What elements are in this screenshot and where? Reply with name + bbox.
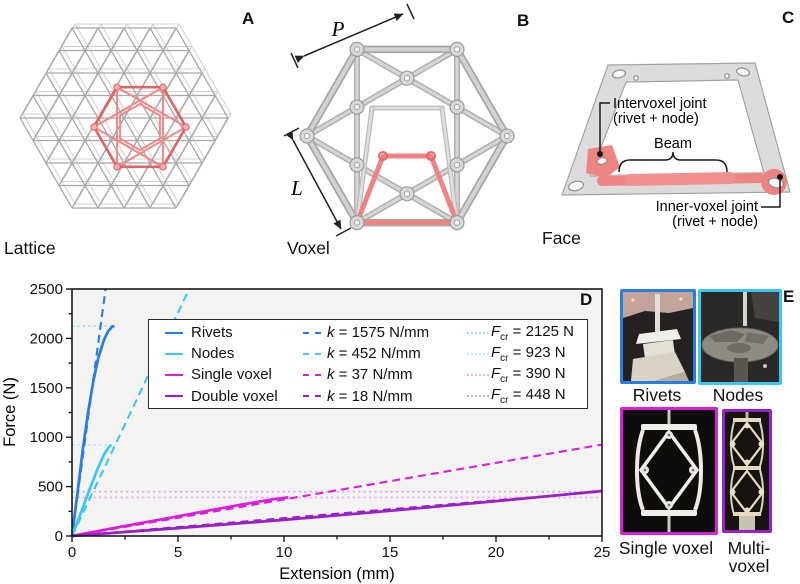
legend-stiffness-value: k = 1575 N/mm	[327, 324, 430, 342]
y-tick-label: 1500	[30, 380, 63, 397]
voxel-wireframe	[299, 41, 515, 231]
multi-voxel-photo	[722, 409, 772, 533]
legend-critical-force-sample	[467, 373, 489, 376]
axis-tick-labels: 0 5 10 15 20 25 0 500 1000 1500 2000 2500	[30, 281, 611, 561]
legend-stiffness-value: k = 37 N/mm	[327, 366, 413, 384]
lattice-illustration	[19, 23, 232, 209]
inner-voxel-joint-label: Inner-voxel joint	[656, 199, 758, 215]
legend-critical-force-value: Fcr = 390 N	[491, 364, 566, 385]
y-tick-label: 2000	[30, 330, 63, 347]
x-tick-label: 25	[594, 544, 611, 561]
inner-voxel-joint-sublabel: (rivet + node)	[672, 214, 758, 230]
lattice-caption: Lattice	[4, 238, 56, 258]
rivets-photo-image	[623, 292, 693, 381]
dimension-l-arrow	[283, 127, 352, 237]
legend-row: Rivets k = 1575 N/mm Fcr = 2125 N	[165, 322, 587, 343]
highlighted-voxel	[90, 83, 190, 171]
legend-stiffness-value: k = 18 N/mm	[327, 387, 413, 405]
legend-series-name: Rivets	[191, 324, 233, 342]
nodes-photo	[698, 289, 782, 385]
multi-voxel-photo-label: Multi-voxel	[727, 538, 771, 577]
nodes-photo-label: Nodes	[712, 385, 764, 405]
beam-annotation: Beam	[618, 136, 728, 173]
intervoxel-joint-annotation: Intervoxel joint (rivet + node)	[597, 96, 707, 157]
y-tick-label: 1000	[30, 429, 63, 446]
plot-border	[71, 288, 603, 537]
legend-stiffness-sample	[303, 331, 321, 334]
series-nodes	[70, 443, 113, 537]
multi-voxel-photo-image	[725, 412, 769, 530]
legend-critical-force-value: Fcr = 448 N	[491, 386, 566, 407]
x-tick-label: 15	[382, 544, 399, 561]
legend-series-name: Single voxel	[191, 366, 272, 384]
voxel-caption: Voxel	[287, 238, 330, 258]
beam-brace	[618, 151, 728, 173]
legend-critical-force-sample	[467, 331, 489, 334]
series-k-37-n-mm	[71, 443, 603, 538]
single-voxel-photo-image	[623, 410, 715, 532]
rivets-photo	[620, 289, 696, 384]
legend-stiffness-sample	[303, 395, 321, 398]
series-rivets	[70, 324, 115, 537]
y-tick-label: 2500	[30, 281, 63, 298]
legend-critical-force-sample	[467, 395, 489, 398]
voxel-illustration: P L	[283, 3, 515, 237]
legend-series-name: Nodes	[191, 345, 235, 363]
inner-voxel-joint-dot	[777, 174, 783, 180]
single-voxel-photo	[620, 407, 718, 535]
x-axis-label: Extension (mm)	[279, 565, 395, 583]
legend-row: Nodes k = 452 N/mm Fcr = 923 N	[165, 343, 587, 364]
legend-row: Double voxel k = 18 N/mm Fcr = 448 N	[165, 386, 587, 407]
face-illustration: Intervoxel joint (rivet + node) Beam Inn…	[561, 62, 791, 230]
panel-letter-e: E	[783, 287, 795, 306]
series-double-voxel	[71, 489, 603, 538]
dimension-p-label: P	[331, 17, 345, 41]
dimension-p-arrow	[290, 3, 415, 69]
dimension-l-label: L	[290, 176, 303, 200]
legend-stiffness-sample	[303, 373, 321, 376]
x-tick-label: 5	[174, 544, 182, 561]
inner-voxel-joint-annotation: Inner-voxel joint (rivet + node)	[656, 174, 783, 230]
beam-label: Beam	[654, 136, 692, 152]
legend-line-sample	[165, 395, 183, 398]
legend-row: Single voxel k = 37 N/mm Fcr = 390 N	[165, 364, 587, 385]
panel-letter-c: C	[782, 8, 795, 27]
y-tick-label: 500	[38, 479, 63, 496]
panel-letter-a: A	[242, 9, 255, 28]
x-tick-label: 20	[488, 544, 505, 561]
legend-critical-force-value: Fcr = 2125 N	[491, 322, 574, 343]
y-axis-label: Force (N)	[1, 377, 19, 447]
legend-line-sample	[165, 352, 183, 355]
panel-letter-d: D	[580, 290, 593, 309]
rivets-photo-label: Rivets	[632, 385, 682, 405]
legend-critical-force-sample	[467, 352, 489, 355]
legend-series-name: Double voxel	[191, 387, 278, 405]
series-single-voxel	[71, 495, 289, 538]
intervoxel-joint-label: Intervoxel joint	[613, 96, 707, 112]
y-tick-label: 0	[55, 528, 63, 545]
panel-letter-b: B	[517, 11, 530, 30]
intervoxel-joint-sublabel: (rivet + node)	[613, 111, 699, 127]
legend-stiffness-value: k = 452 N/mm	[327, 345, 421, 363]
legend-line-sample	[165, 373, 183, 376]
x-tick-label: 10	[276, 544, 293, 561]
nodes-photo-image	[701, 292, 779, 382]
legend-critical-force-value: Fcr = 923 N	[491, 343, 566, 364]
legend-stiffness-sample	[303, 352, 321, 355]
single-voxel-photo-label: Single voxel	[618, 538, 714, 558]
chart-legend: Rivets k = 1575 N/mm Fcr = 2125 N Nodes k = …	[148, 319, 588, 409]
x-tick-label: 0	[68, 544, 76, 561]
face-caption: Face	[542, 228, 581, 248]
legend-line-sample	[165, 331, 183, 334]
